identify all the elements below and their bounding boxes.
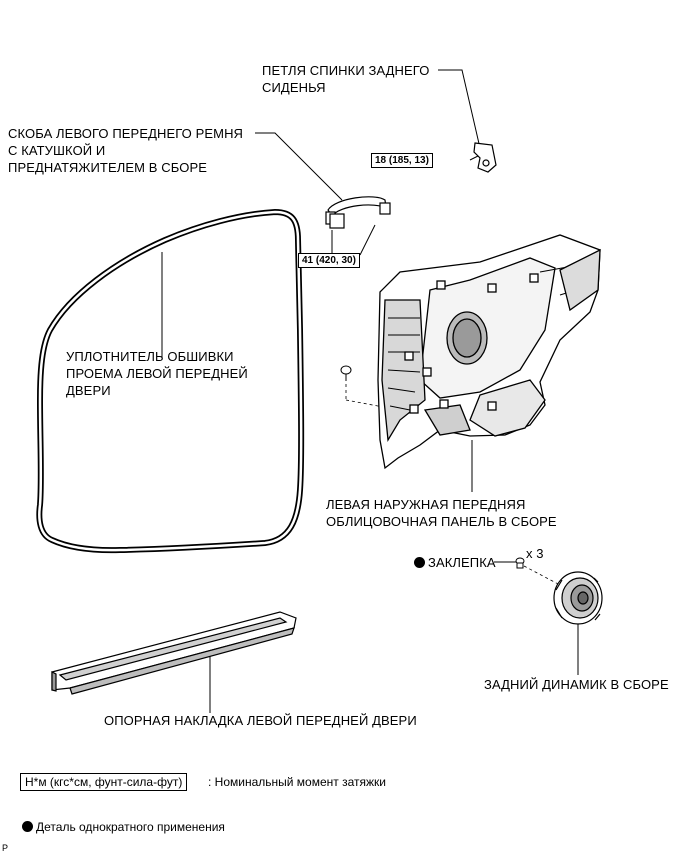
speaker-label: ЗАДНИЙ ДИНАМИК В СБОРЕ xyxy=(484,677,669,692)
corner-mark: P xyxy=(2,843,9,853)
torque-bracket: 41 (420, 30) xyxy=(298,253,360,268)
seatback-hinge-label: ПЕТЛЯ СПИНКИ ЗАДНЕГО СИДЕНЬЯ xyxy=(262,63,430,95)
seatbelt-bracket-part xyxy=(325,196,391,229)
rivet-part xyxy=(515,557,525,569)
non-reusable-dot-icon xyxy=(414,557,425,568)
rivet-quantity: x 3 xyxy=(526,546,544,561)
leader-lines xyxy=(161,69,579,713)
weatherstrip-label: УПЛОТНИТЕЛЬ ОБШИВКИ ПРОЕМА ЛЕВОЙ ПЕРЕДНЕ… xyxy=(66,349,248,398)
quarter-trim-panel-part xyxy=(377,234,601,470)
rivet-label: ЗАКЛЕПКА xyxy=(414,554,496,571)
torque-units-legend: Н*м (кгс*см, фунт-сила-фут) xyxy=(20,773,188,791)
scuff-plate-part xyxy=(51,611,297,695)
rear-speaker-part xyxy=(553,571,603,625)
clip-part xyxy=(340,365,352,381)
quarter-trim-label: ЛЕВАЯ НАРУЖНАЯ ПЕРЕДНЯЯ ОБЛИЦОВОЧНАЯ ПАН… xyxy=(326,497,557,529)
torque-hinge: 18 (185, 13) xyxy=(371,153,433,168)
scuff-plate-label: ОПОРНАЯ НАКЛАДКА ЛЕВОЙ ПЕРЕДНЕЙ ДВЕРИ xyxy=(104,713,417,728)
torque-legend-text: : Номинальный момент затяжки xyxy=(208,775,386,789)
weatherstrip-part xyxy=(36,208,305,554)
seatback-hinge-part xyxy=(473,142,497,173)
seatbelt-bracket-label: СКОБА ЛЕВОГО ПЕРЕДНЕГО РЕМНЯ С КАТУШКОЙ … xyxy=(8,126,244,175)
legend-dot-icon xyxy=(22,821,33,832)
non-reusable-legend: Деталь однократного применения xyxy=(22,819,225,835)
